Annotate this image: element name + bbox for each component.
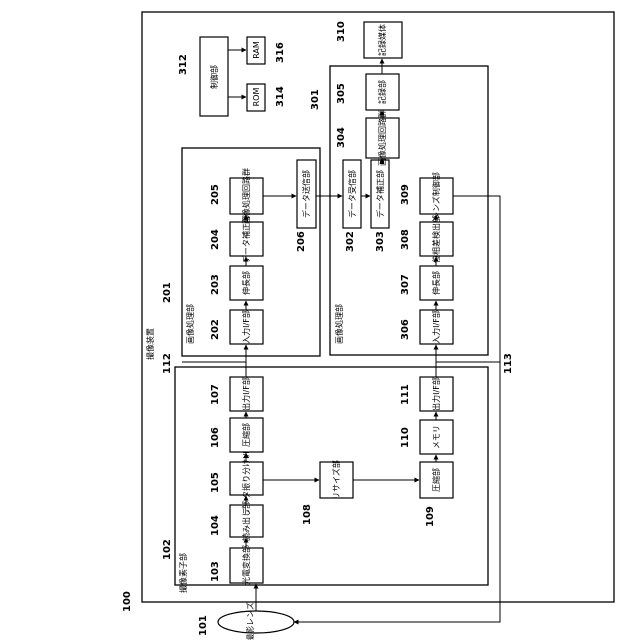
block-312-label: 制御部 xyxy=(209,65,219,89)
block-111-number: 111 xyxy=(400,384,411,405)
wire-309-lens xyxy=(294,196,500,622)
lens-number: 101 xyxy=(198,615,209,636)
block-309-number: 309 xyxy=(400,184,411,205)
block-314-number: 314 xyxy=(275,86,286,107)
block-309: レンズ制御部 309 xyxy=(400,172,453,220)
block-316: RAM 316 xyxy=(247,37,286,64)
block-316-label: RAM xyxy=(252,41,261,59)
block-202-number: 202 xyxy=(210,319,221,340)
block-110: メモリ 110 xyxy=(400,420,453,454)
block-303: データ補正部 303 xyxy=(371,160,389,252)
resize-number: 108 xyxy=(302,504,313,525)
block-303-label: データ補正部 xyxy=(375,170,385,218)
block-107-label: 出力I/F部 xyxy=(241,377,251,411)
block-316-number: 316 xyxy=(275,42,286,63)
block-308-number: 308 xyxy=(400,229,411,250)
link-113-number: 113 xyxy=(503,353,514,374)
block-205: 画像処理回路群 205 xyxy=(210,168,263,224)
block-204-number: 204 xyxy=(210,229,221,250)
block-303-number: 303 xyxy=(375,231,386,252)
block-305-number: 305 xyxy=(336,83,347,104)
ip1-number: 201 xyxy=(162,282,173,303)
block-110-label: メモリ xyxy=(432,425,441,449)
block-106-label: 圧縮部 xyxy=(241,423,251,447)
block-203-label: 伸長部 xyxy=(241,271,251,295)
block-206: データ送信部 206 xyxy=(296,160,316,252)
block-310-label: 記録媒体 xyxy=(377,24,387,56)
device-title: 撮像装置 xyxy=(145,328,155,360)
block-314: ROM 314 xyxy=(247,84,286,111)
block-304-label: 画像処理回路群 xyxy=(377,110,387,166)
block-202-label: 入力I/F部 xyxy=(241,310,251,344)
block-106: 圧縮部 106 xyxy=(210,418,263,452)
block-312-number: 312 xyxy=(178,54,189,75)
block-111-label: 出力I/F部 xyxy=(431,377,441,411)
block-302: データ受信部 302 xyxy=(343,160,361,252)
block-307: 伸長部 307 xyxy=(400,266,453,300)
block-310: 記録媒体 310 xyxy=(336,21,402,58)
image-processor-301-title: 画像処理部 xyxy=(334,304,344,344)
block-205-number: 205 xyxy=(210,184,221,205)
block-109-number: 109 xyxy=(425,506,436,527)
block-307-number: 307 xyxy=(400,274,411,295)
block-309-label: レンズ制御部 xyxy=(431,172,441,220)
ip2-number: 301 xyxy=(310,89,321,110)
block-204: データ補正部 204 xyxy=(210,215,263,263)
resize-label: リサイズ部 xyxy=(331,460,341,500)
block-107-number: 107 xyxy=(210,384,221,405)
block-103-label: 光電変換部 xyxy=(241,545,251,585)
block-302-label: データ受信部 xyxy=(347,170,357,218)
image-processor-201-title: 画像処理部 xyxy=(185,304,195,344)
block-308-label: 位相差検出部 xyxy=(431,215,441,263)
block-310-number: 310 xyxy=(336,21,347,42)
block-306: 入力I/F部 306 xyxy=(400,310,453,344)
block-312: 制御部 312 xyxy=(178,37,228,116)
block-308: 位相差検出部 308 xyxy=(400,215,453,263)
block-306-label: 入力I/F部 xyxy=(431,310,441,344)
block-304-number: 304 xyxy=(336,127,347,148)
block-103-number: 103 xyxy=(210,561,221,582)
block-306-number: 306 xyxy=(400,319,411,340)
block-110-number: 110 xyxy=(400,427,411,448)
block-314-label: ROM xyxy=(252,88,261,107)
block-109-label: 圧縮部 xyxy=(431,468,441,492)
block-203-number: 203 xyxy=(210,274,221,295)
block-305-label: 記録部 xyxy=(377,80,387,104)
block-206-number: 206 xyxy=(296,231,307,252)
block-111: 出力I/F部 111 xyxy=(400,377,453,411)
block-203: 伸長部 203 xyxy=(210,266,263,300)
block-304: 画像処理回路群 304 xyxy=(336,110,399,166)
block-206-label: データ送信部 xyxy=(301,170,311,218)
block-104-number: 104 xyxy=(210,515,221,536)
sensor-title: 撮像素子部 xyxy=(178,553,188,593)
block-103: 光電変換部 103 xyxy=(210,545,263,585)
sensor-number: 102 xyxy=(162,539,173,560)
block-108-resize: リサイズ部 108 xyxy=(302,460,353,525)
block-109: 圧縮部 109 xyxy=(420,462,453,527)
lens-ellipse xyxy=(218,611,294,633)
link-112-number: 112 xyxy=(162,353,173,374)
block-305: 記録部 305 xyxy=(336,74,399,110)
block-106-number: 106 xyxy=(210,427,221,448)
device-number: 100 xyxy=(122,591,133,612)
block-104: 読み出し部 104 xyxy=(210,501,263,541)
block-107: 出力I/F部 107 xyxy=(210,377,263,411)
block-307-label: 伸長部 xyxy=(431,271,441,295)
block-105-number: 105 xyxy=(210,472,221,493)
block-202: 入力I/F部 202 xyxy=(210,310,263,344)
lens-label: 撮影レンズ xyxy=(245,602,255,640)
block-302-number: 302 xyxy=(345,231,356,252)
